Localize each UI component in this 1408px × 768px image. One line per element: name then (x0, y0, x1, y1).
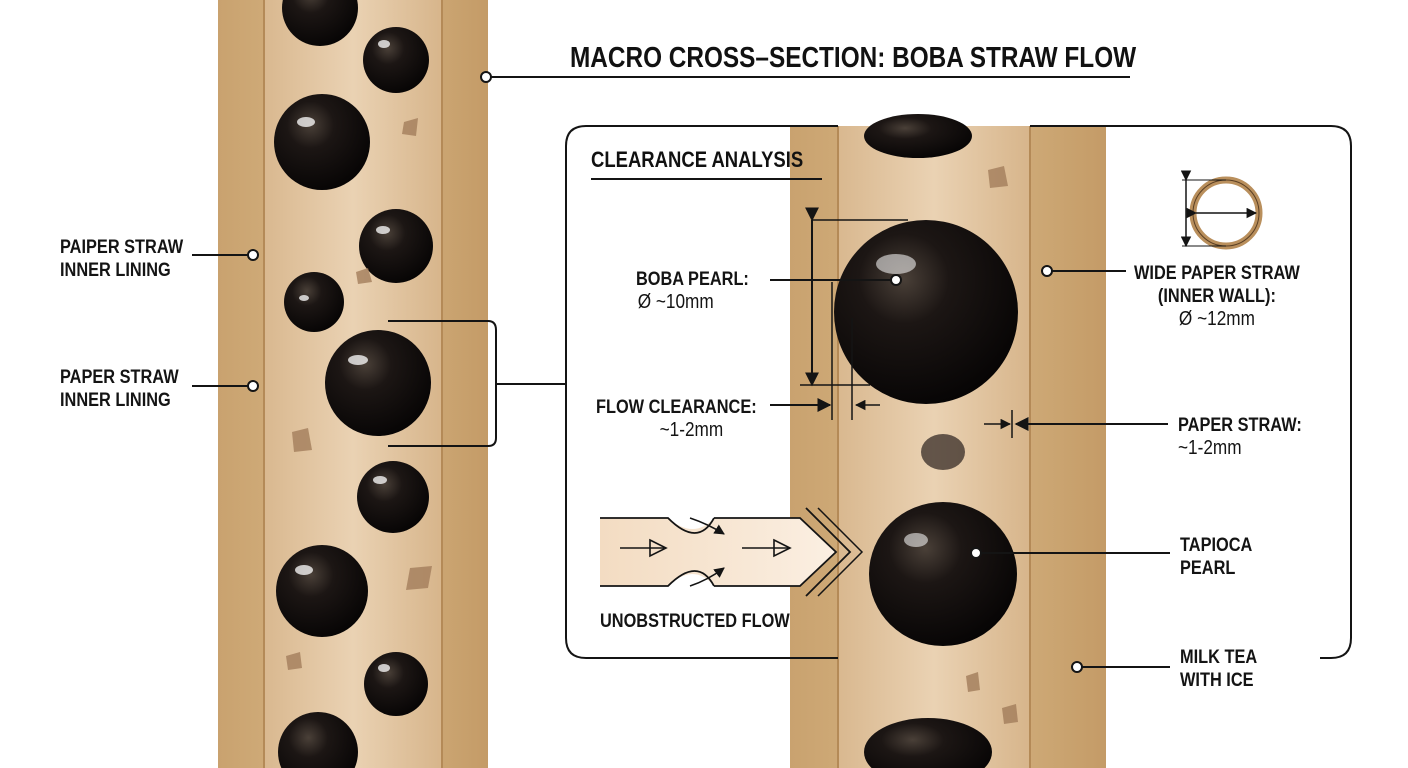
right-straw (790, 114, 1106, 768)
label-lining-bottom: PAPER STRAW INNER LINING (60, 367, 179, 411)
straw-ring-icon (1180, 170, 1263, 250)
pearl (325, 330, 431, 436)
inset-title: CLEARANCE ANALYSIS (591, 147, 804, 172)
tapioca-dot (970, 547, 982, 559)
label-lining-top: PAIPER STRAW INNER LINING (60, 237, 184, 281)
label-boba-pearl: BOBA PEARL: Ø ~10mm (636, 269, 749, 313)
pearl (363, 27, 429, 93)
lining-bottom-dot (247, 380, 259, 392)
left-straw-pearls (274, 0, 433, 768)
tapioca-pearl-large (869, 502, 1017, 646)
left-straw (218, 0, 566, 768)
label-tapioca-pearl: TAPIOCA PEARL (1180, 535, 1253, 579)
pearl (278, 712, 358, 768)
label-paper-straw: PAPER STRAW: ~1-2mm (1178, 415, 1302, 459)
boba-pearl-large (834, 220, 1018, 404)
pearl (274, 94, 370, 190)
title-callout-dot (480, 71, 492, 83)
pearl (364, 652, 428, 716)
pearl (284, 272, 344, 332)
label-wide-straw: WIDE PAPER STRAW (INNER WALL): Ø ~12mm (1134, 263, 1300, 330)
pearl (282, 0, 358, 46)
boba-pearl-dot (890, 274, 902, 286)
label-unobstructed-flow: UNOBSTRUCTED FLOW (600, 611, 790, 632)
milk-tea-dot (1071, 661, 1083, 673)
pearl (359, 209, 433, 283)
label-flow-clearance: FLOW CLEARANCE: ~1-2mm (596, 397, 757, 441)
label-milk-tea: MILK TEA WITH ICE (1180, 647, 1258, 691)
diagram-title: MACRO CROSS–SECTION: BOBA STRAW FLOW (570, 42, 1137, 74)
lining-top-dot (247, 249, 259, 261)
pearl (276, 545, 368, 637)
unobstructed-flow-icon (600, 507, 864, 597)
wide-straw-dot (1041, 265, 1053, 277)
pearl (357, 461, 429, 533)
inset-frame (565, 125, 838, 659)
